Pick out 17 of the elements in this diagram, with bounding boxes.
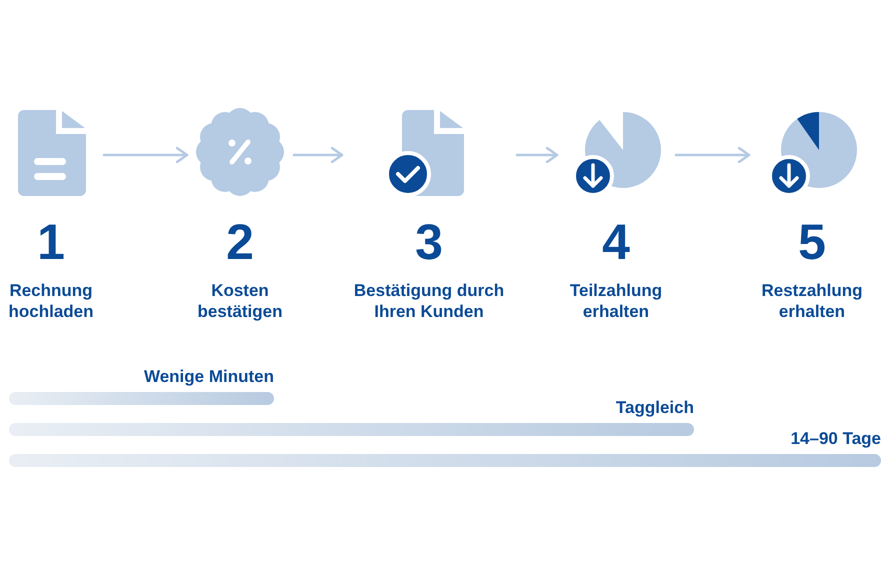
duration-label: Taggleich — [616, 397, 694, 418]
step-number: 5 — [798, 216, 826, 268]
arrow — [292, 146, 344, 164]
duration-label: Wenige Minuten — [144, 366, 274, 387]
arrow — [674, 146, 750, 164]
step-number: 3 — [415, 216, 443, 268]
step-label: Rechnung hochladen — [7, 280, 94, 322]
duration-label: 14–90 Tage — [790, 428, 881, 449]
arrow — [516, 146, 558, 164]
step-number: 1 — [37, 216, 65, 268]
arrow — [102, 146, 188, 164]
step-label: Restzahlung erhalten — [760, 280, 864, 322]
step-number: 2 — [226, 216, 254, 268]
step-label: Teilzahlung erhalten — [568, 280, 664, 322]
step-label: Kosten bestätigen — [196, 280, 284, 322]
step-number: 4 — [602, 216, 630, 268]
step-label: Bestätigung durch Ihren Kunden — [352, 280, 506, 322]
